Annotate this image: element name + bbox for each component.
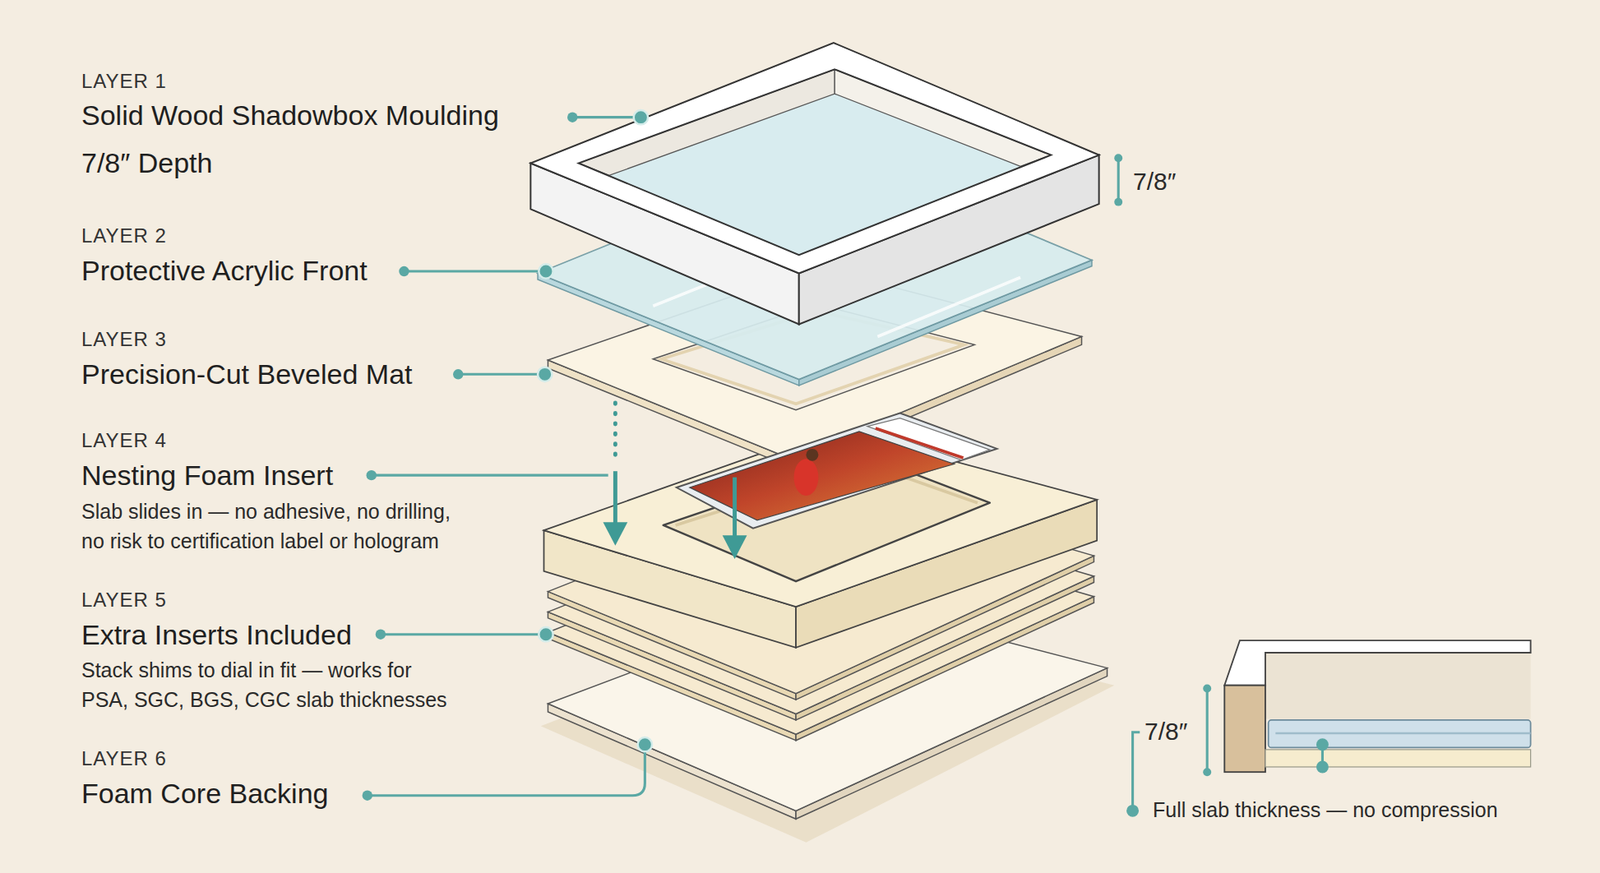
graded-slab [676, 412, 998, 528]
layer-number: LAYER 3 [81, 328, 167, 352]
arrow-head [602, 522, 628, 546]
layer-note: Slab slides in — no adhesive, no drillin… [81, 496, 460, 556]
trading-card [689, 431, 954, 521]
leader-line [457, 373, 545, 376]
layer-note: Stack shims to dial in fit — works for P… [81, 655, 456, 715]
layer-title: Nesting Foam Insert [81, 458, 333, 493]
leader-line [403, 269, 546, 273]
layer-title: Precision-Cut Beveled Mat [81, 357, 413, 392]
foam-insert [543, 428, 1097, 648]
card-player [794, 458, 819, 496]
caption-bracket [1132, 732, 1141, 812]
layer-title: Solid Wood Shadowbox Moulding [81, 98, 500, 133]
dimension-line [1117, 157, 1120, 202]
leader-line [371, 474, 609, 477]
layer-title: Protective Acrylic Front [81, 254, 368, 288]
leader-line [572, 115, 641, 119]
layer-number: LAYER 6 [81, 747, 167, 772]
inset-dot [1316, 738, 1329, 751]
slab-case [676, 412, 998, 528]
inset-slab [1268, 720, 1531, 748]
inset-slab-line [1275, 732, 1531, 735]
inset-wood [1224, 685, 1266, 773]
glare [877, 277, 1021, 337]
frame-inner-wall [578, 69, 836, 176]
dimension-dot [1202, 767, 1212, 777]
insert-arrow [613, 471, 618, 526]
layer-title: 7/8″ Depth [81, 146, 213, 181]
leader-dot [366, 470, 377, 481]
dotted-guide [613, 402, 618, 462]
inset-cavity [1265, 652, 1531, 720]
leader-dot [537, 367, 552, 382]
leader-dot [538, 263, 553, 278]
foam-top [543, 428, 1097, 607]
leader-line [367, 744, 646, 796]
layer-number: LAYER 1 [81, 69, 167, 94]
leader-dot [567, 111, 578, 122]
leader-dot [362, 790, 373, 801]
frame-top [530, 42, 1099, 273]
dimension-label: 7/8″ [1144, 716, 1188, 747]
caption-dot [1126, 804, 1139, 818]
leader-dot [375, 628, 386, 639]
layer-title: Extra Inserts Included [81, 618, 352, 653]
leader-dot [453, 369, 463, 380]
leader-line [380, 633, 546, 636]
inset-frame-lip [1224, 640, 1531, 686]
leader-dot [638, 737, 653, 752]
leader-dot [538, 627, 553, 642]
layer-number: LAYER 2 [81, 224, 167, 249]
dimension-dot [1202, 684, 1212, 693]
dimension-dot [1114, 153, 1123, 162]
leader-dot [398, 266, 409, 277]
layer-number: LAYER 4 [81, 429, 167, 454]
arrow-head [722, 535, 748, 560]
layer-number: LAYER 5 [81, 588, 167, 613]
frame-inner-wall [834, 69, 1051, 167]
cross-section-inset [1126, 640, 1531, 818]
shadowbox-frame [530, 42, 1099, 324]
card-player [805, 448, 819, 462]
dimension-label: 7/8″ [1132, 166, 1176, 197]
insert-arrow [732, 477, 737, 539]
inset-backing [1265, 749, 1531, 768]
inset-dot [1316, 761, 1329, 774]
layer-title: Foam Core Backing [81, 776, 329, 811]
leader-dot [633, 110, 648, 125]
caption-note: Full slab thickness — no compression [1152, 797, 1499, 823]
dimension-dot [1114, 198, 1123, 207]
dimension-line [1206, 688, 1209, 773]
